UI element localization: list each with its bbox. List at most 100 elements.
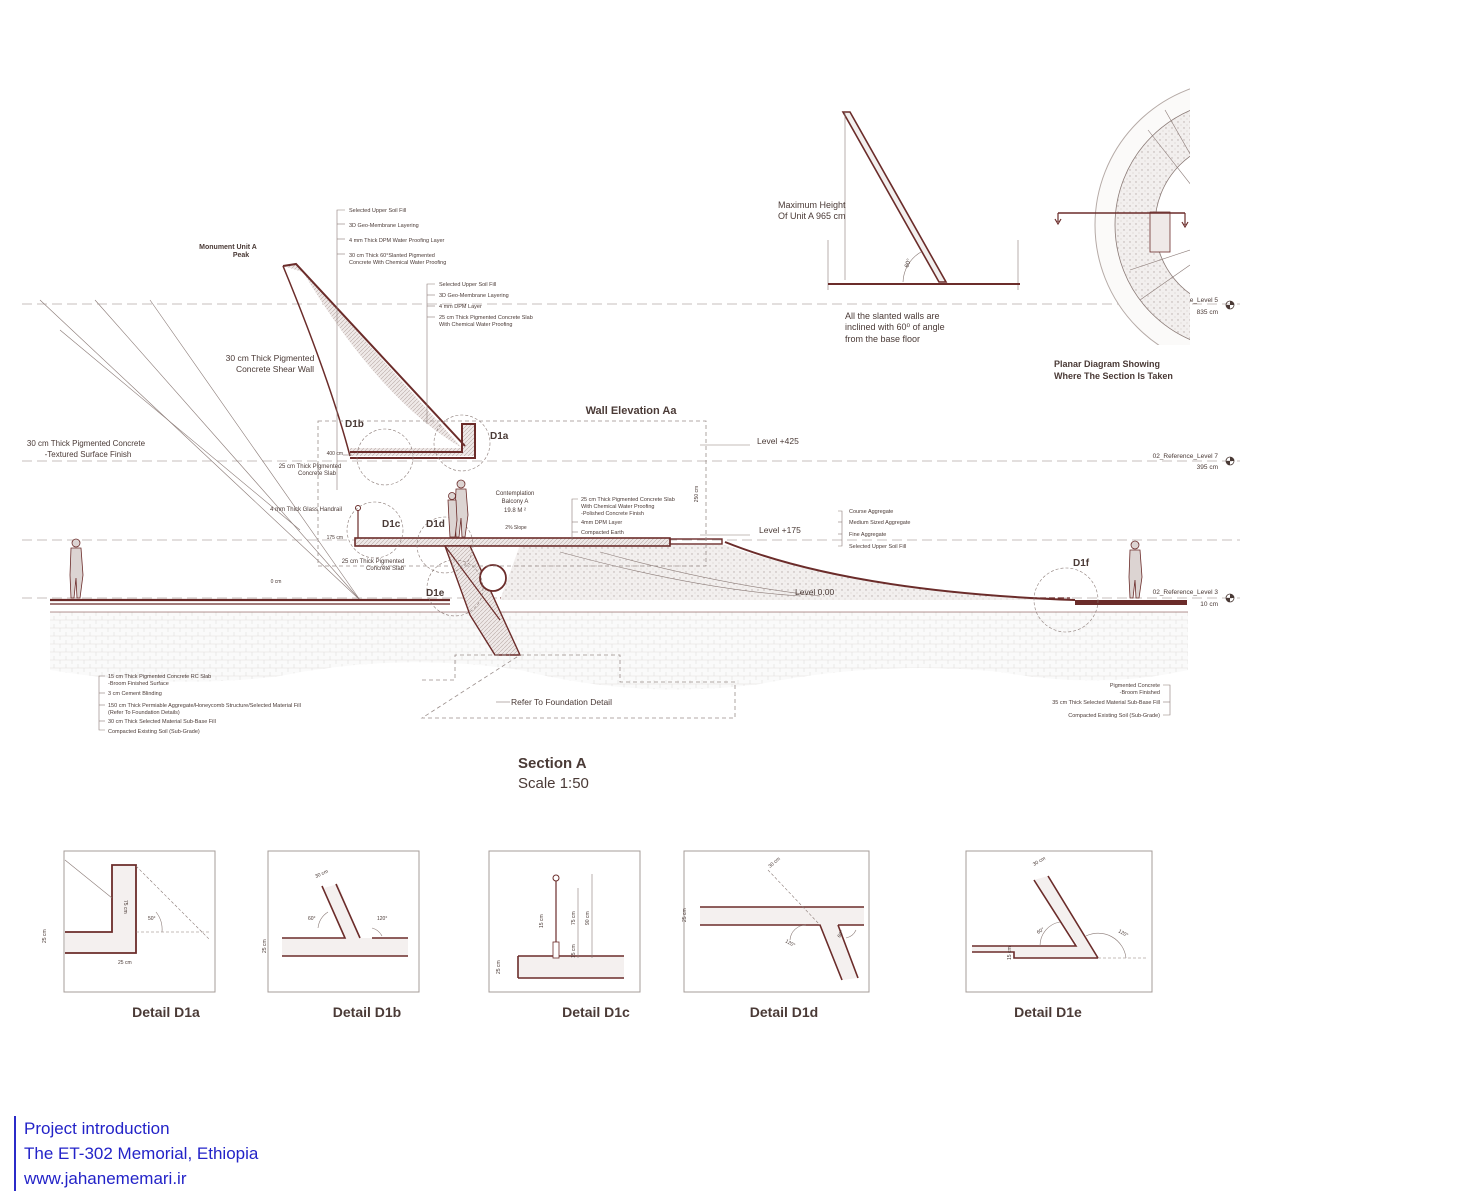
tag-d1f: D1f [1073, 558, 1090, 569]
detail-d1a-title: Detail D1a [132, 1004, 200, 1020]
detail-d1d: 30 cm 25 cm 120° 60° Detail D1d [682, 850, 870, 1020]
svg-text:15 cm: 15 cm [539, 914, 545, 928]
svg-text:30 cm Thick Selected Material: 30 cm Thick Selected Material Sub-Base F… [108, 719, 216, 725]
peak-label-2: Peak [233, 252, 249, 259]
slab-top-1: 25 cm Thick Pigmented [279, 464, 342, 470]
max-height-1: Maximum Height [778, 200, 846, 210]
section-title: Section A [518, 755, 587, 772]
svg-text:Concrete With Chemical Water P: Concrete With Chemical Water Proofing [349, 260, 446, 266]
svg-text:30 cm: 30 cm [314, 869, 329, 880]
section-labels: Monument Unit A Peak 30 cm Thick Pigment… [27, 244, 1090, 792]
footer-credits: Project introduction The ET-302 Memorial… [14, 1116, 258, 1191]
svg-text:With Chemical Water Proofing: With Chemical Water Proofing [581, 504, 654, 510]
callout-ground-right: Pigmented Concrete -Broom Finished 35 cm… [1052, 683, 1160, 719]
figure-balcony [447, 479, 469, 538]
peak-label-1: Monument Unit A [199, 244, 257, 251]
svg-text:3 cm Cement Blinding: 3 cm Cement Blinding [108, 691, 162, 697]
dim-175: 175 cm [327, 535, 343, 541]
svg-text:25 cm: 25 cm [42, 929, 48, 943]
shear-wall-2: Concrete Shear Wall [236, 364, 314, 374]
svg-text:25 cm: 25 cm [496, 960, 502, 974]
svg-text:Pigmented Concrete: Pigmented Concrete [1110, 683, 1160, 689]
svg-text:60°: 60° [837, 929, 846, 939]
project-introduction: Project introduction [24, 1119, 170, 1138]
website-link[interactable]: www.jahanememari.ir [24, 1169, 187, 1188]
svg-text:75 cm: 75 cm [122, 900, 128, 914]
svg-text:4mm DPM Layer: 4mm DPM Layer [581, 520, 622, 526]
callout-leaders [98, 209, 1171, 731]
section-arrow-icon [1181, 213, 1189, 229]
svg-text:3D Geo-Membrane Layering: 3D Geo-Membrane Layering [439, 293, 509, 299]
svg-text:3D Geo-Membrane Layering: 3D Geo-Membrane Layering [349, 223, 419, 229]
planar-caption-2: Where The Section Is Taken [1054, 371, 1173, 381]
tag-d1c: D1c [382, 519, 401, 530]
callout-ground-left: 15 cm Thick Pigmented Concrete RC Slab -… [108, 674, 301, 735]
project-name: The ET-302 Memorial, Ethiopia [24, 1144, 259, 1163]
slab-top-2: Concrete Slab [298, 471, 337, 477]
svg-text:02_Reference_Level 3: 02_Reference_Level 3 [1153, 589, 1219, 596]
dim-250: 250 cm [694, 486, 700, 502]
svg-text:835 cm: 835 cm [1197, 309, 1218, 316]
svg-text:50°: 50° [148, 916, 156, 922]
svg-text:Monument Unit A: Monument Unit A [199, 244, 257, 251]
svg-text:-Polished Concrete Finish: -Polished Concrete Finish [581, 511, 644, 517]
svg-text:35 cm Thick Selected Material: 35 cm Thick Selected Material Sub-Base F… [1052, 700, 1160, 706]
textured-1: 30 cm Thick Pigmented Concrete [27, 439, 146, 448]
svg-text:120°: 120° [784, 939, 796, 949]
slant-diagram: 60° Maximum Height Of Unit A 965 cm All … [778, 111, 1020, 344]
svg-text:25 cm: 25 cm [262, 939, 268, 953]
balcony-1: Contemplation [496, 491, 535, 497]
svg-text:75 cm: 75 cm [571, 911, 577, 925]
svg-text:25 cm: 25 cm [682, 908, 688, 922]
svg-text:90 cm: 90 cm [585, 911, 591, 925]
human-figures [69, 479, 1143, 599]
svg-text:150 cm Thick Permiable Aggrega: 150 cm Thick Permiable Aggregate/Honeyco… [108, 703, 301, 709]
svg-text:02_Reference_Level 7: 02_Reference_Level 7 [1153, 453, 1219, 460]
svg-text:60°: 60° [308, 916, 316, 922]
monument-unit-a [282, 262, 723, 656]
detail-d1e: 30 cm 60° 120° 15 cm Detail D1e [965, 850, 1153, 1020]
svg-text:30 cm Thick 60°Slanted Pigment: 30 cm Thick 60°Slanted Pigmented [349, 253, 435, 259]
detail-d1e-title: Detail D1e [1014, 1004, 1082, 1020]
svg-text:4 mm Thick DPM Water Proofing: 4 mm Thick DPM Water Proofing Layer [349, 238, 445, 244]
detail-d1a: 25 cm 75 cm 25 cm 50° Detail D1a [42, 850, 216, 1020]
wall-elevation-title: Wall Elevation Aa [586, 405, 678, 417]
callout-aggregate: Course Aggregate Medium Sized Aggregate … [849, 509, 910, 550]
svg-text:395 cm: 395 cm [1197, 464, 1218, 471]
slant-note-2: inclined with 60⁰ of angle [845, 322, 945, 332]
svg-text:-Broom Finished: -Broom Finished [1120, 690, 1160, 696]
balcony-2: Balcony A [502, 499, 529, 505]
planar-diagram: Planar Diagram Showing Where The Section… [1054, 88, 1190, 381]
svg-text:Compacted Earth: Compacted Earth [581, 530, 624, 536]
tag-d1e: D1e [426, 588, 445, 599]
svg-text:Fine Aggregate: Fine Aggregate [849, 532, 886, 538]
svg-text:Selected Upper Soil Fill: Selected Upper Soil Fill [849, 544, 906, 550]
svg-text:Selected Upper Soil Fill: Selected Upper Soil Fill [439, 282, 496, 288]
handrail-label: 4 mm Thick Glass Handrail [270, 507, 342, 513]
svg-text:25 cm Thick Pigmented Concrete: 25 cm Thick Pigmented Concrete Slab [439, 315, 533, 321]
detail-d1d-title: Detail D1d [750, 1004, 818, 1020]
svg-text:10 cm: 10 cm [1200, 601, 1218, 608]
detail-markers [317, 414, 1099, 719]
level-target-icon [1225, 300, 1235, 310]
shear-wall-1: 30 cm Thick Pigmented [226, 353, 315, 363]
level-target-icon [1225, 593, 1235, 603]
svg-text:120°: 120° [377, 916, 387, 922]
svg-text:Medium Sized Aggregate: Medium Sized Aggregate [849, 520, 910, 526]
detail-d1c-title: Detail D1c [562, 1004, 630, 1020]
callout-balcony: 25 cm Thick Pigmented Concrete Slab With… [581, 497, 675, 536]
svg-text:60°: 60° [1036, 927, 1046, 936]
svg-text:4 mm DPM Layer: 4 mm DPM Layer [439, 304, 482, 310]
level-target-icon [1225, 456, 1235, 466]
max-height-2: Of Unit A 965 cm [778, 211, 846, 221]
svg-text:Course Aggregate: Course Aggregate [849, 509, 893, 515]
svg-text:15 cm: 15 cm [1007, 946, 1013, 960]
tag-d1a: D1a [490, 431, 509, 442]
svg-text:120°: 120° [1117, 929, 1129, 939]
svg-text:25 cm Thick Pigmented Concrete: 25 cm Thick Pigmented Concrete Slab [581, 497, 675, 503]
svg-text:Selected Upper Soil Fill: Selected Upper Soil Fill [349, 208, 406, 214]
svg-text:15 cm: 15 cm [571, 944, 577, 958]
tag-d1d: D1d [426, 519, 445, 530]
slant-note-3: from the base floor [845, 334, 920, 344]
slab-bottom-1: 25 cm Thick Pigmented [342, 559, 405, 565]
